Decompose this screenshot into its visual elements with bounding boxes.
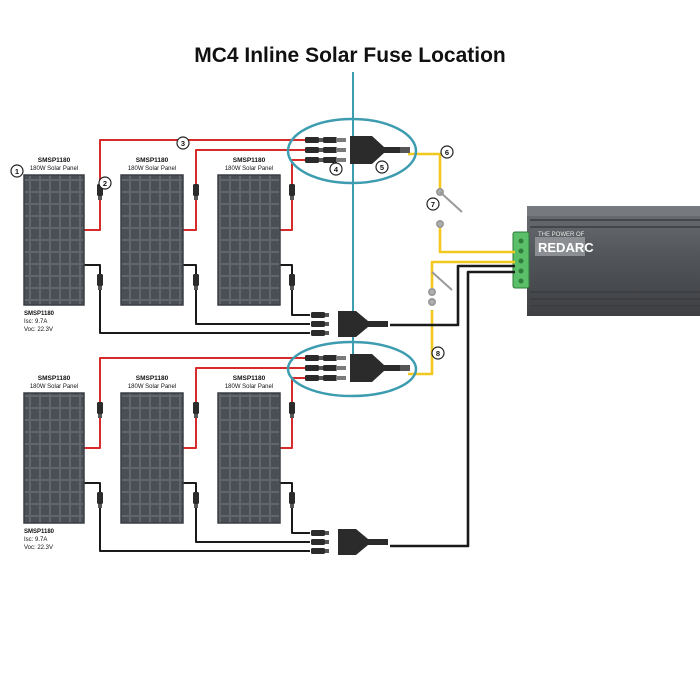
page-title: MC4 Inline Solar Fuse Location [194,44,506,67]
mc4-connector-icon [311,548,329,554]
fuse-holder-icon [336,138,346,142]
y-branch-connector [338,311,388,337]
mc4-connector-icon [305,375,323,381]
panel-model-label: SMSP1180 [233,157,266,164]
svg-text:5: 5 [380,163,384,172]
solar-panel [120,392,184,524]
mc4-connector-icon [193,492,199,508]
solar-panel-icon [120,174,184,306]
panel-spec-model: SMSP1180 [24,529,55,535]
isolator-switch-icon [428,188,463,306]
mc4-connector-icon [311,312,329,318]
solar-panel [217,392,281,524]
mc4-connector-icon [97,402,103,418]
charger-brand: REDARC [538,240,594,255]
mc4-connector-icon [305,137,323,143]
mc4-connector-icon [289,492,295,508]
solar-panel [217,174,281,306]
panel-subtitle-label: 180W Solar Panel [30,166,78,172]
mc4-connector-icon [289,184,295,200]
solar-panel [23,392,85,524]
mc4-connector-icon [305,355,323,361]
fuse-location-highlight [286,340,418,398]
svg-text:3: 3 [181,139,185,148]
y-branch-connector [350,354,400,382]
callout-marker: 5 [375,160,389,174]
battery-charger: THE POWER OF REDARC [512,206,700,316]
callout-marker: 1 [10,164,24,178]
solar-panel-icon [120,392,184,524]
svg-text:7: 7 [431,200,435,209]
mc4-connector-icon [289,402,295,418]
panel-spec-voc: Voc: 22.3V [24,545,53,551]
callout-marker: 4 [329,162,343,176]
svg-text:6: 6 [445,148,449,157]
mc4-connector-icon [311,321,329,327]
solar-panel-icon [23,392,85,524]
fuse-location-highlight [286,117,418,185]
panel-subtitle-label: 180W Solar Panel [30,384,78,390]
solar-panel-icon [217,392,281,524]
mc4-connector-icon [305,157,323,163]
panel-model-label: SMSP1180 [38,375,71,382]
fuse-holder-icon [336,376,346,380]
y-branch-connector [350,136,400,164]
callout-marker: 6 [440,145,454,159]
svg-text:8: 8 [436,349,440,358]
mc4-connector-icon [311,330,329,336]
solar-panel [120,174,184,306]
mc4-connector-icon [311,530,329,536]
mc4-connector-icon [289,274,295,290]
panel-model-label: SMSP1180 [136,375,169,382]
fuse-holder-icon [336,158,346,162]
y-branch-connector [338,529,388,555]
svg-text:4: 4 [334,165,339,174]
mc4-connector-icon [97,274,103,290]
fuse-holder-icon [336,148,346,152]
panel-model-label: SMSP1180 [136,157,169,164]
panel-subtitle-label: 180W Solar Panel [128,166,176,172]
panel-subtitle-label: 180W Solar Panel [225,166,273,172]
svg-text:1: 1 [15,167,19,176]
solar-panel [23,174,85,306]
fuse-holder-icon [336,356,346,360]
mc4-connector-icon [193,274,199,290]
panel-spec-isc: Isc: 9.7A [24,319,47,325]
mc4-connector-icon [311,539,329,545]
callout-marker: 2 [98,176,112,190]
negative-output-wires [390,264,515,548]
callout-marker: 3 [176,136,190,150]
mc4-connector-icon [193,184,199,200]
solar-panel-icon [217,174,281,306]
fuse-holder-icon [336,366,346,370]
battery-charger-icon [527,206,700,316]
panel-model-label: SMSP1180 [38,157,71,164]
panel-spec-isc: Isc: 9.7A [24,537,47,543]
solar-panel-icon [23,174,85,306]
mc4-connector-icon [305,365,323,371]
panel-subtitle-label: 180W Solar Panel [225,384,273,390]
output-wires [408,152,515,376]
charger-tagline: THE POWER OF [538,232,585,238]
svg-text:2: 2 [103,179,107,188]
mc4-connector-icon [97,492,103,508]
mc4-connector-icon [305,147,323,153]
panel-spec-model: SMSP1180 [24,311,55,317]
panel-subtitle-label: 180W Solar Panel [128,384,176,390]
callout-marker: 7 [426,197,440,211]
callout-marker: 8 [431,346,445,360]
mc4-connector-icon [193,402,199,418]
panel-spec-voc: Voc: 22.3V [24,327,53,333]
panel-model-label: SMSP1180 [233,375,266,382]
